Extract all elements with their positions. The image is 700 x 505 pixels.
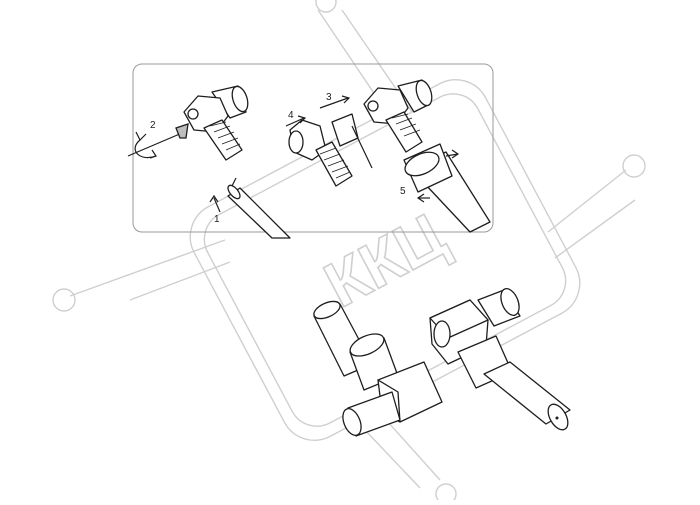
fitting-right-pipe-hole [555,416,559,420]
step-arrow-3-head [341,95,351,104]
step-label-1: 1 [214,214,220,225]
step-arrow-5-top-head [451,149,460,159]
watermark-line-right-1 [547,169,627,233]
cap-nut-left-thread-lines [209,121,241,151]
watermark-line-left-2 [129,261,231,301]
pipe-assembled-nut-face [404,151,440,177]
cap-nut-left-thread [203,119,243,161]
fitting-assembled-left [313,300,443,437]
step-label-3: 3 [326,92,332,103]
step-arrow-4 [285,115,307,127]
cap-nut-right-thread-lines [391,113,421,137]
insert-nut-face [288,130,304,154]
pipe-1 [227,177,291,239]
watermark-circle-top [315,0,337,13]
fitting-right-tube-end [500,288,520,316]
split-ring-slit [351,125,373,169]
cap-nut-right [363,79,433,153]
step-arrow-1-line [213,197,221,213]
step-arrow-5-top [445,153,459,157]
cap-nut-left [183,85,249,161]
cap-nut-right-thread [385,111,423,153]
instruction-panel-frame [132,63,494,233]
rotation-arrow-2 [134,131,157,159]
insert-nut [288,119,353,187]
watermark-line-left-1 [69,239,226,297]
step-arrow-3 [319,95,351,109]
tool-rod [127,123,189,157]
cap-nut-right-hole [367,100,379,112]
rotation-arrow-2-head-bottom [149,149,157,159]
step-arrow-3-line [319,97,349,109]
pipe-1-wire [231,177,237,187]
fitting-left-sleeve-top [349,333,385,357]
pipe-assembled [403,143,491,233]
fitting-assembled-right [429,288,571,431]
step-arrow-5 [416,149,460,203]
fitting-right-nut-face [433,320,451,348]
step-label-4: 4 [288,110,294,121]
cap-nut-left-tube-end [231,85,249,113]
step-label-2: 2 [150,120,156,131]
step-arrow-4-line [285,117,305,127]
cap-nut-right-tube-end [415,79,433,107]
tool-rod-tip [175,123,189,139]
insert-nut-thread-lines [319,147,351,179]
fitting-left-pipe-lower-end [342,408,362,436]
step-arrow-1-head [209,194,219,203]
tool-rod-line [127,132,183,157]
watermark-circle-left [52,288,76,312]
step-label-5: 5 [400,186,406,197]
cap-nut-left-hole [187,108,199,120]
watermark-line-right-2 [554,199,636,259]
step-arrow-1 [209,194,221,213]
step-arrow-4-head [297,115,307,124]
watermark-circle-bottom [435,483,457,505]
pipe-1-end [227,184,241,200]
step-arrow-5-bottom-head [416,193,425,203]
fitting-left-pipe-upper-end [313,300,341,320]
split-ring [331,113,373,169]
watermark-circle-right [622,154,646,178]
rotation-arrow-2-head-top [135,131,147,142]
